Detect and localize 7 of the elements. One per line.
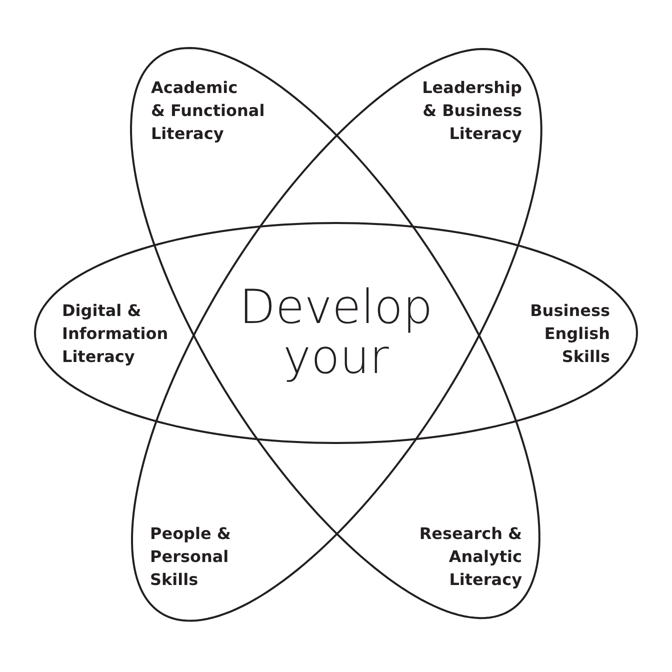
ellipse-label: Digital & Information Literacy bbox=[62, 300, 168, 368]
ellipse-label: Research & Analytic Literacy bbox=[419, 522, 522, 591]
ellipse-label: Leadership & Business Literacy bbox=[422, 76, 522, 145]
ellipse-label: Academic & Functional Literacy bbox=[150, 76, 265, 145]
ellipse-label: People & Personal Skills bbox=[150, 522, 231, 591]
center-heading: Develop your bbox=[239, 283, 433, 383]
ellipse-label: Business English Skills bbox=[530, 300, 610, 368]
